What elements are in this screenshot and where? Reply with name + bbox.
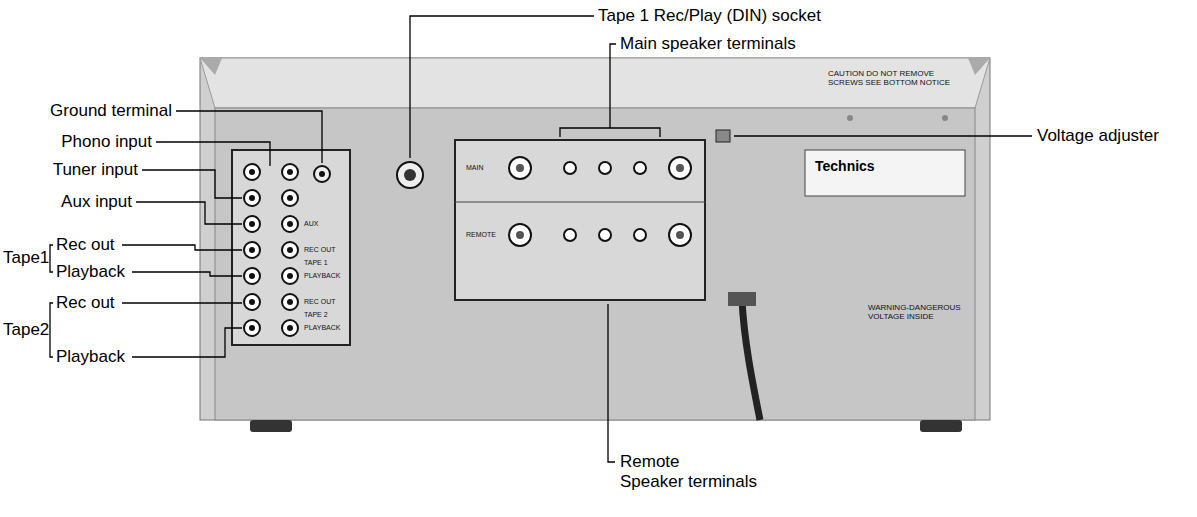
ground-terminal [314,166,330,182]
ground-terminal-screw [319,171,325,177]
warning-print: WARNING-DANGEROUS VOLTAGE INSIDE [868,303,973,321]
leader-lines [50,16,1032,462]
label-line: Remote [620,452,757,472]
panel-print: PLAYBACK [304,272,340,280]
foot [250,420,292,432]
foot [920,420,962,432]
bracket [50,303,53,357]
din-socket [397,162,423,188]
callout-label: Playback [56,347,125,367]
panel-print: TAPE 2 [304,311,328,319]
label-line: Speaker terminals [620,472,757,492]
leader-line [176,111,322,163]
panel-print: TAPE 1 [304,259,328,267]
din-shell [397,162,423,188]
terminal-screws [516,164,684,239]
voltage-selector [716,130,730,142]
callout-label: Voltage adjuster [1037,126,1159,146]
divider [455,202,705,203]
callout-label: Phono input [61,132,152,152]
bracket [560,128,660,137]
callout-label: Remote Speaker terminals [620,452,757,492]
input-plate [232,150,350,345]
jack-centres [249,169,293,331]
callout-label: Ground terminal [50,101,172,121]
leader-line [132,272,242,276]
leader-line [410,16,594,158]
group-label: Tape1 [3,248,49,268]
speaker-terminals [509,157,691,246]
leader-line [142,170,242,198]
din-pins [404,169,416,181]
rear-panel [215,108,975,420]
bracket [50,245,53,272]
panel-print: MAIN [466,164,484,172]
speaker-board [455,140,705,300]
callout-label: Rec out [56,293,115,313]
leader-line [608,304,615,462]
callout-label: Tape 1 Rec/Play (DIN) socket [598,6,821,26]
cabinet [200,58,990,420]
callout-label: Rec out [56,235,115,255]
power-cord [742,300,760,420]
cord-bushing [728,292,756,306]
screw [847,115,853,121]
panel-print: AUX [304,220,318,228]
leader-line [122,245,242,250]
housing [200,58,990,432]
group-label: Tape2 [3,320,49,340]
corner-bracket [200,58,222,75]
callout-label: Playback [56,262,125,282]
leader-line [734,135,1032,136]
leader-line [610,44,616,128]
rca-jacks [244,164,298,336]
input-board [232,150,350,345]
leader-line [136,202,242,224]
speaker-plate [455,140,705,300]
callout-label: Main speaker terminals [620,34,796,54]
brand-print: Technics [815,158,875,174]
panel-print: PLAYBACK [304,324,340,332]
leader-line [132,328,242,357]
corner-bracket [968,58,990,75]
callout-label: Tuner input [53,160,138,180]
leader-line [156,142,270,166]
rating-plate [805,150,965,196]
caution-print: CAUTION DO NOT REMOVE SCREWS SEE BOTTOM … [828,69,953,87]
panel-print: REC OUT [304,246,336,254]
callout-label: Aux input [61,192,132,212]
screw [942,115,948,121]
leader-line [122,302,242,303]
panel-print: REMOTE [466,231,496,239]
top-surface [200,58,990,108]
panel-print: REC OUT [304,298,336,306]
